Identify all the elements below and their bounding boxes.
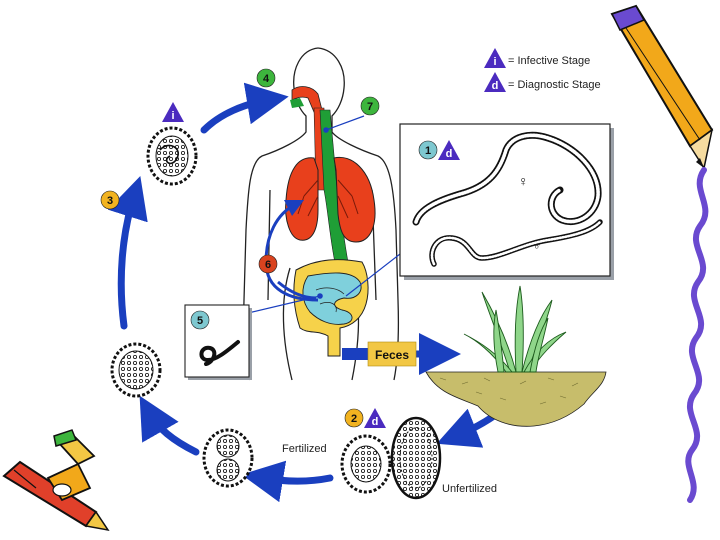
legend-diagnostic: d = Diagnostic Stage [484,72,601,92]
arrow-to-infective-egg [107,175,148,330]
fertilized-label: Fertilized [282,443,327,455]
stage-1-badge: 1 [418,140,438,160]
triangle-badges: i d d [162,102,460,428]
arrow-to-mouth [200,82,289,134]
stage-badges: 4 7 3 6 5 1 2 [100,68,438,428]
adult-worms-panel: ♀ ♂ [399,123,614,280]
egg-infective [146,126,198,186]
legend: i = Infective Stage d = Diagnostic Stage [484,48,601,92]
svg-text:1: 1 [425,145,431,157]
svg-text:6: 6 [265,259,271,271]
diagnostic-badge-eggs: d [364,408,386,428]
female-symbol: ♀ [518,173,529,189]
intestines [293,259,369,357]
stage-5-badge: 5 [190,310,210,330]
male-symbol: ♂ [533,239,542,253]
oral-green [290,98,304,108]
legend-infective: i = Infective Stage [484,48,590,68]
lungs [285,156,376,243]
pencil-clipart-top-right [610,4,714,170]
arrow-from-fertilized-to-embryo [139,395,200,456]
stage-6-badge: 6 [258,254,278,274]
svg-text:2: 2 [351,413,357,425]
egg-embryonated [110,342,162,398]
soil-with-grass [425,285,607,427]
right-lung [333,156,376,243]
feces-text: Feces [375,348,409,362]
squiggle-decoration [685,167,709,503]
grass [463,285,567,373]
svg-text:i: i [493,56,496,68]
svg-text:5: 5 [197,315,203,327]
larva [199,340,240,366]
soil-mound [425,371,607,427]
svg-text:7: 7 [367,101,373,113]
diagnostic-badge-worms: d [438,140,460,160]
stage-7-badge: 7 [360,96,380,116]
svg-text:d: d [492,80,499,92]
svg-text:d: d [372,416,379,428]
legend-infective-text: = Infective Stage [508,55,590,67]
svg-text:i: i [171,110,174,122]
egg-fertilized [340,434,392,494]
svg-text:4: 4 [263,73,270,85]
arrow-egg-development [241,460,334,503]
svg-text:d: d [446,148,453,160]
small-intestine [302,272,362,325]
left-lung [285,157,319,241]
crayons-clipart-bottom-left [2,429,110,532]
svg-text:3: 3 [107,195,113,207]
egg-unfertilized [390,416,442,500]
stage-4-badge: 4 [256,68,276,88]
legend-diagnostic-text: = Diagnostic Stage [508,79,601,91]
feces-label: Feces [367,341,417,367]
stage-2-badge: 2 [344,408,364,428]
egg-two-cell [202,428,254,488]
infective-badge-egg: i [162,102,184,122]
stage-3-badge: 3 [100,190,120,210]
unfertilized-label: Unfertilized [442,483,497,495]
